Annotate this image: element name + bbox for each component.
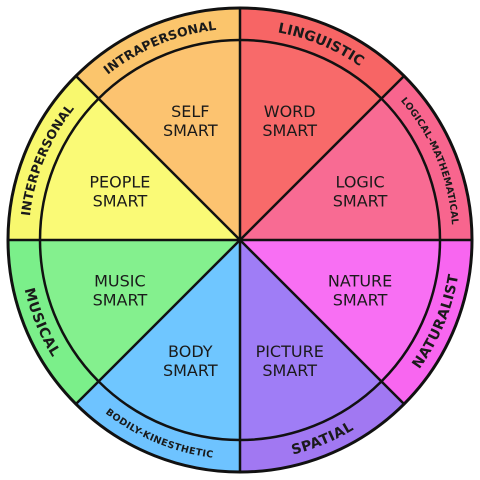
outer-band-segment <box>8 75 99 240</box>
outer-band-segment <box>240 8 405 99</box>
inner-pie-slice <box>240 40 382 240</box>
outer-band-segment <box>381 75 472 240</box>
inner-pie-slice <box>40 240 240 382</box>
inner-pie-slice <box>98 240 240 440</box>
outer-band-segment <box>240 381 405 472</box>
inner-pie-slice <box>240 98 440 240</box>
divider-line <box>75 239 241 405</box>
divider-line <box>75 75 241 241</box>
outer-band-segment <box>75 8 240 99</box>
inner-pie-slice <box>98 40 240 240</box>
outer-ring-outline <box>6 6 474 474</box>
outer-band-segment <box>75 381 240 472</box>
inner-pie-slice <box>240 240 382 440</box>
inner-pie-slice <box>240 240 440 382</box>
inner-pie-slice <box>40 98 240 240</box>
divider-line <box>239 239 405 405</box>
divider-line <box>239 75 405 241</box>
outer-band-segment <box>8 240 99 405</box>
inner-ring-outline <box>38 38 442 442</box>
outer-band-segment <box>381 240 472 405</box>
